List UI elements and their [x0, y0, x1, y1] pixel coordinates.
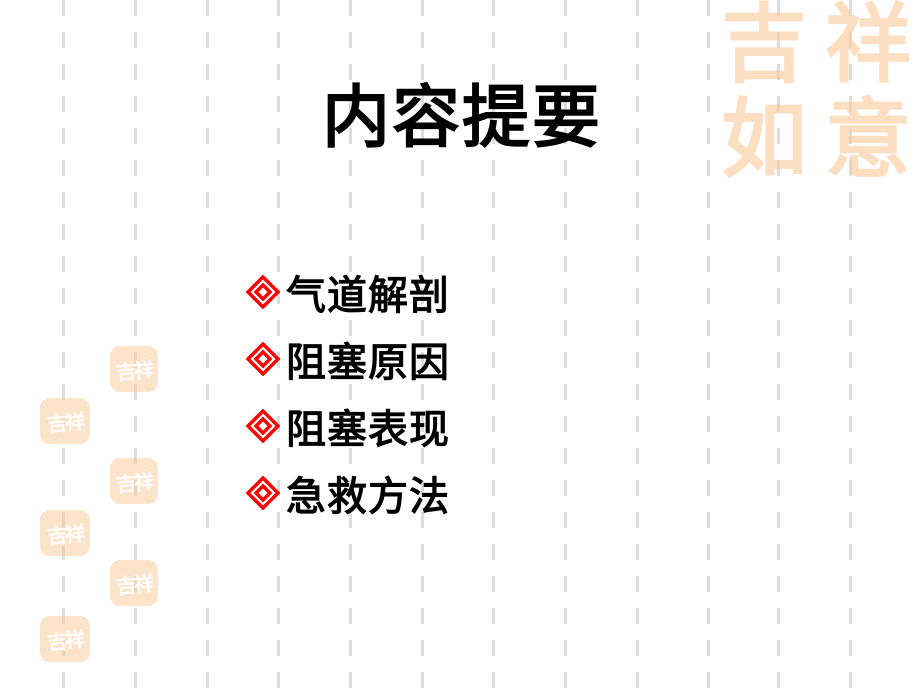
- list-item-label: 急救方法: [286, 473, 450, 520]
- pattern-column: [62, 0, 65, 690]
- red-double-diamond-icon: [246, 475, 280, 510]
- decorative-seal-small: 吉祥: [40, 398, 90, 444]
- list-item-label: 阻塞表现: [286, 406, 450, 453]
- red-double-diamond-icon: [246, 274, 280, 309]
- list-item: 阻塞表现: [246, 392, 450, 459]
- seal-glyph: 祥: [825, 0, 911, 95]
- decorative-seal-large: 吉 祥 如 意: [712, 0, 920, 190]
- list-item: 气道解剖: [246, 258, 450, 325]
- pattern-column: [707, 0, 710, 690]
- red-double-diamond-icon: [246, 341, 280, 376]
- red-double-diamond-icon: [246, 408, 280, 443]
- slide-title: 内容提要: [321, 79, 602, 158]
- seal-glyph: 意: [825, 89, 911, 190]
- pattern-column: [421, 0, 424, 690]
- pattern-column: [134, 0, 137, 690]
- seal-glyph: 如: [721, 89, 807, 190]
- decorative-seal-small: 吉祥: [40, 510, 90, 556]
- pattern-column: [349, 0, 352, 690]
- list-item-label: 气道解剖: [286, 272, 450, 319]
- pattern-column: [849, 0, 852, 690]
- pattern-column: [564, 0, 567, 690]
- pattern-column: [492, 0, 495, 690]
- list-item: 阻塞原因: [246, 325, 450, 392]
- decorative-seal-small: 吉祥: [110, 458, 158, 504]
- pattern-column: [206, 0, 209, 690]
- decorative-seal-small: 吉祥: [110, 560, 158, 606]
- decorative-seal-small: 吉祥: [40, 616, 90, 662]
- outline-list: 气道解剖 阻塞原因 阻塞表现 急救方法: [246, 258, 450, 526]
- pattern-column: [636, 0, 639, 690]
- seal-glyph: 吉: [721, 0, 807, 95]
- decorative-seal-small: 吉祥: [110, 346, 158, 392]
- pattern-column: [277, 0, 280, 690]
- pattern-column: [777, 0, 780, 690]
- list-item: 急救方法: [246, 459, 450, 526]
- list-item-label: 阻塞原因: [286, 339, 450, 386]
